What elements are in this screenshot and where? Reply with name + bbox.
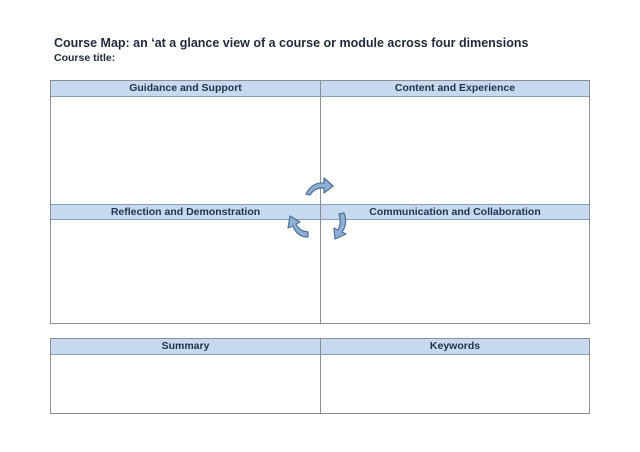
header-guidance-and-support: Guidance and Support	[51, 81, 320, 97]
cell-communication-and-collaboration[interactable]	[321, 221, 589, 323]
cell-summary[interactable]	[51, 355, 320, 413]
header-content-and-experience: Content and Experience	[321, 81, 589, 97]
cell-guidance-and-support[interactable]	[51, 97, 320, 204]
header-communication-and-collaboration: Communication and Collaboration	[321, 204, 589, 220]
header-keywords: Keywords	[321, 339, 589, 355]
grid-divider-vertical	[320, 339, 321, 413]
cell-keywords[interactable]	[321, 355, 589, 413]
page-title: Course Map: an ‘at a glance view of a co…	[54, 36, 529, 50]
course-map-grid: Guidance and Support Content and Experie…	[50, 80, 590, 324]
cell-reflection-and-demonstration[interactable]	[51, 221, 320, 323]
cycle-arrow-icon	[333, 212, 347, 240]
summary-keywords-grid: Summary Keywords	[50, 338, 590, 414]
course-title-label: Course title:	[54, 52, 116, 64]
cycle-arrow-icon	[287, 215, 309, 238]
cell-content-and-experience[interactable]	[321, 97, 589, 204]
header-summary: Summary	[51, 339, 320, 355]
cycle-arrow-icon	[305, 177, 334, 196]
grid-divider-horizontal	[51, 204, 589, 205]
header-reflection-and-demonstration: Reflection and Demonstration	[51, 204, 320, 220]
grid-divider-vertical	[320, 81, 321, 323]
